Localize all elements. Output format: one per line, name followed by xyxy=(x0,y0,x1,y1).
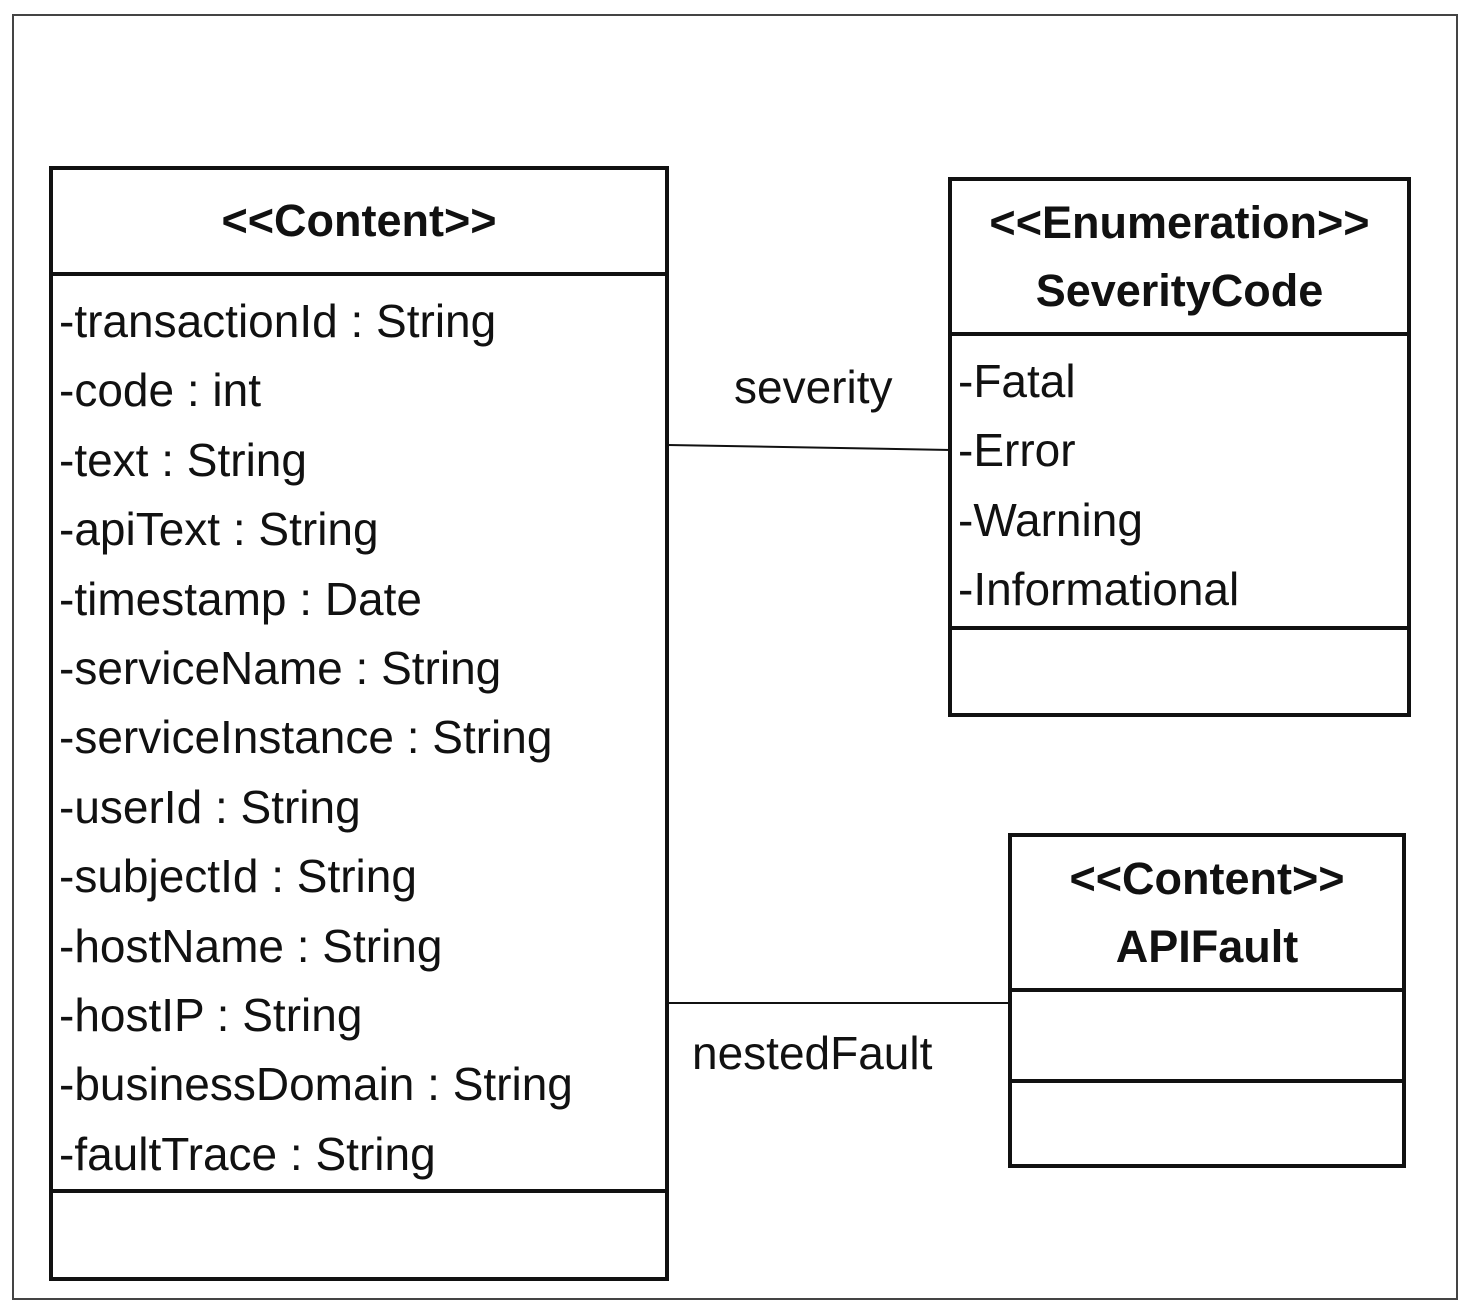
attribute-host-ip: -hostIP : String xyxy=(59,989,363,1042)
attribute-business-domain: -businessDomain : String xyxy=(59,1058,573,1111)
severity-code-name: SeverityCode xyxy=(1035,264,1324,316)
attribute-text: -text : String xyxy=(59,433,307,486)
attribute-timestamp: -timestamp : Date xyxy=(59,572,422,625)
content-class-stereotype: <<Content>> xyxy=(221,195,497,246)
attribute-subject-id: -subjectId : String xyxy=(59,850,417,903)
attribute-api-text: -apiText : String xyxy=(59,503,379,556)
content-class-box[interactable]: <<Content>> -transactionId : String -cod… xyxy=(49,166,669,1281)
content-class-header: <<Content>> xyxy=(53,170,665,276)
severity-association-line xyxy=(667,444,952,451)
literal-informational: -Informational xyxy=(958,563,1240,616)
severity-code-stereotype: <<Enumeration>> xyxy=(989,196,1370,248)
api-fault-stereotype: <<Content>> xyxy=(1069,852,1345,904)
attribute-service-instance: -serviceInstance : String xyxy=(59,711,553,764)
attribute-host-name: -hostName : String xyxy=(59,919,443,972)
attribute-service-name: -serviceName : String xyxy=(59,642,502,695)
attribute-code: -code : int xyxy=(59,364,261,417)
literal-warning: -Warning xyxy=(958,493,1143,546)
attribute-transaction-id: -transactionId : String xyxy=(59,295,497,347)
diagram-frame xyxy=(12,14,1458,1300)
severity-role-label: severity xyxy=(734,361,893,413)
content-class-attributes: -transactionId : String -code : int -tex… xyxy=(53,276,665,1193)
api-fault-class-box[interactable]: <<Content>> APIFault xyxy=(1008,833,1406,1168)
severity-code-literals: -Fatal -Error -Warning -Informational xyxy=(952,336,1407,630)
attribute-fault-trace: -faultTrace : String xyxy=(59,1127,436,1180)
api-fault-class-header: <<Content>> APIFault xyxy=(1012,837,1402,992)
attribute-user-id: -userId : String xyxy=(59,780,361,833)
api-fault-name: APIFault xyxy=(1115,920,1299,972)
api-fault-attributes xyxy=(1012,992,1402,1083)
severity-code-class-header: <<Enumeration>> SeverityCode xyxy=(952,181,1407,336)
severity-code-class-box[interactable]: <<Enumeration>> SeverityCode -Fatal -Err… xyxy=(948,177,1411,717)
nested-fault-role-label: nestedFault xyxy=(692,1027,933,1079)
literal-error: -Error xyxy=(958,424,1076,477)
literal-fatal: -Fatal xyxy=(958,355,1076,407)
